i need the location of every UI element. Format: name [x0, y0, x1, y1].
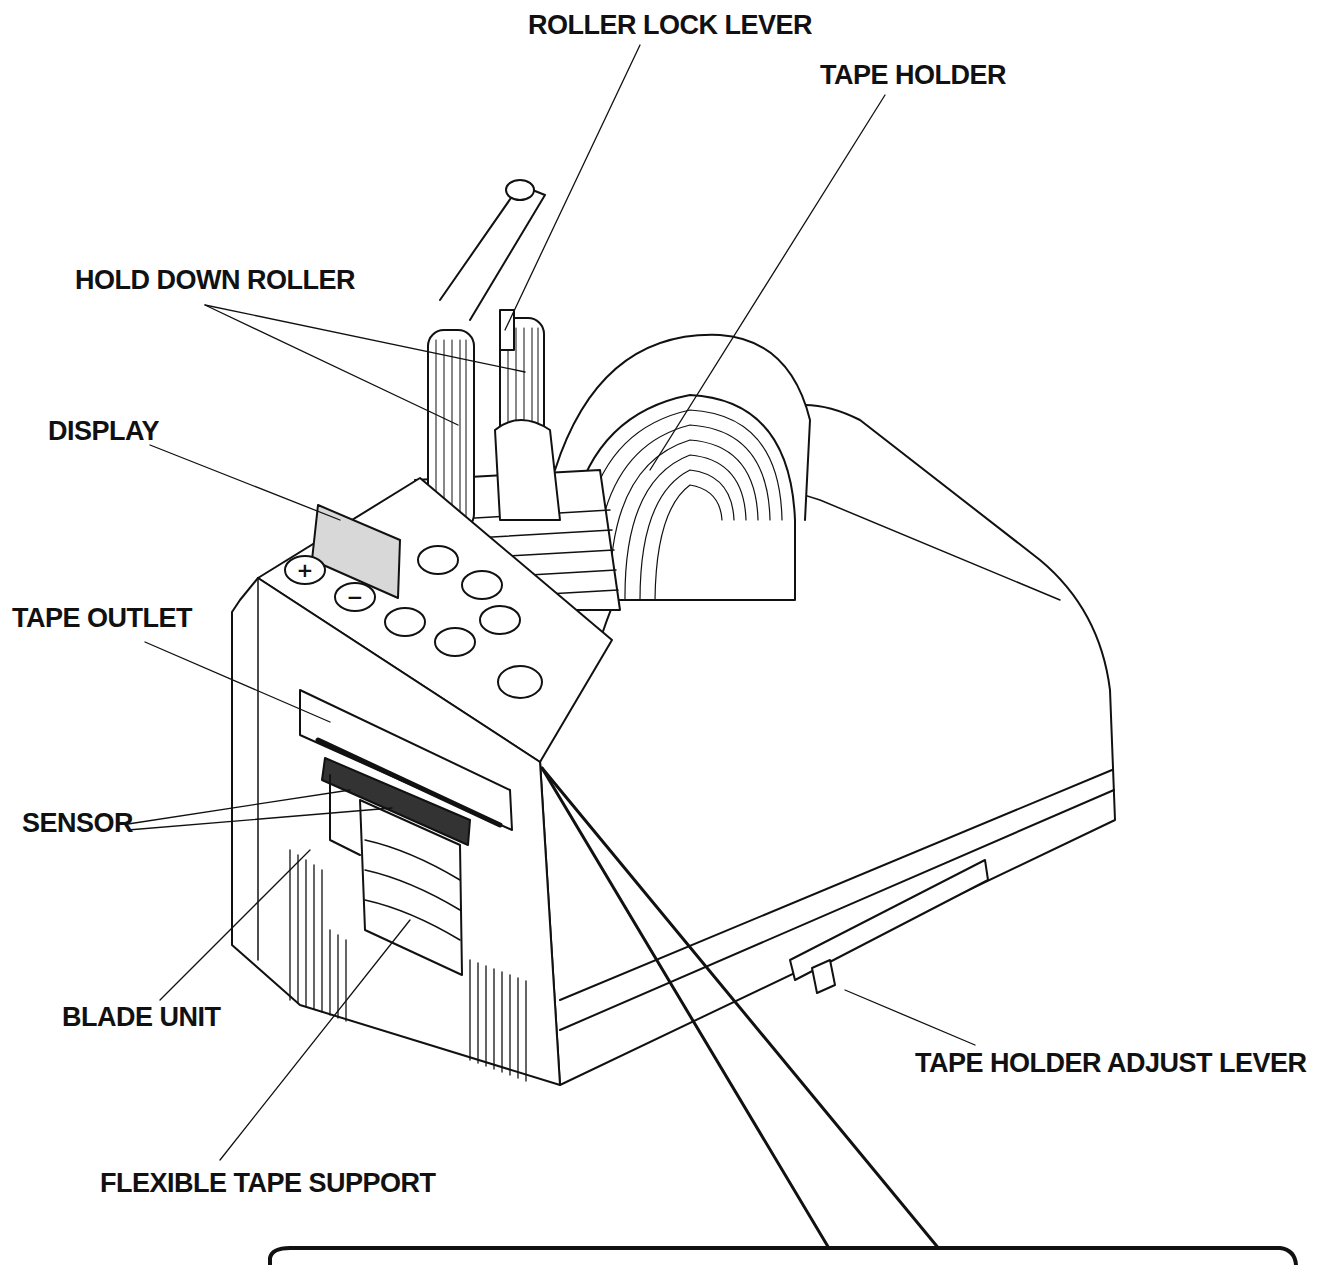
part-label: DISPLAY	[48, 418, 159, 445]
callout-wedge	[542, 768, 830, 1250]
part-label: ROLLER LOCK LEVER	[528, 12, 812, 39]
lever-slot	[790, 860, 988, 980]
housing-seam	[560, 770, 1112, 1000]
button-symbol: −	[347, 587, 364, 607]
callout-wedge	[542, 768, 940, 1250]
leader-lines	[128, 45, 975, 1160]
housing-seam	[560, 790, 1114, 1030]
flexible-support-ribs	[365, 840, 460, 940]
callout-box	[270, 1248, 1296, 1265]
part-label: SENSOR	[22, 810, 133, 837]
part-label: TAPE HOLDER	[820, 62, 1006, 89]
part-label: FLEXIBLE TAPE SUPPORT	[100, 1170, 436, 1197]
part-label: TAPE HOLDER ADJUST LEVER	[915, 1050, 1307, 1077]
part-label: TAPE OUTLET	[12, 605, 192, 632]
button-symbol: +	[297, 560, 314, 580]
hold-down-roller	[428, 180, 560, 530]
blade-unit	[330, 775, 360, 855]
front-face	[232, 578, 560, 1085]
part-label: BLADE UNIT	[62, 1004, 221, 1031]
adjust-lever	[812, 960, 835, 993]
part-label: HOLD DOWN ROLLER	[75, 267, 355, 294]
vents	[290, 850, 526, 1081]
flexible-support	[360, 800, 462, 975]
